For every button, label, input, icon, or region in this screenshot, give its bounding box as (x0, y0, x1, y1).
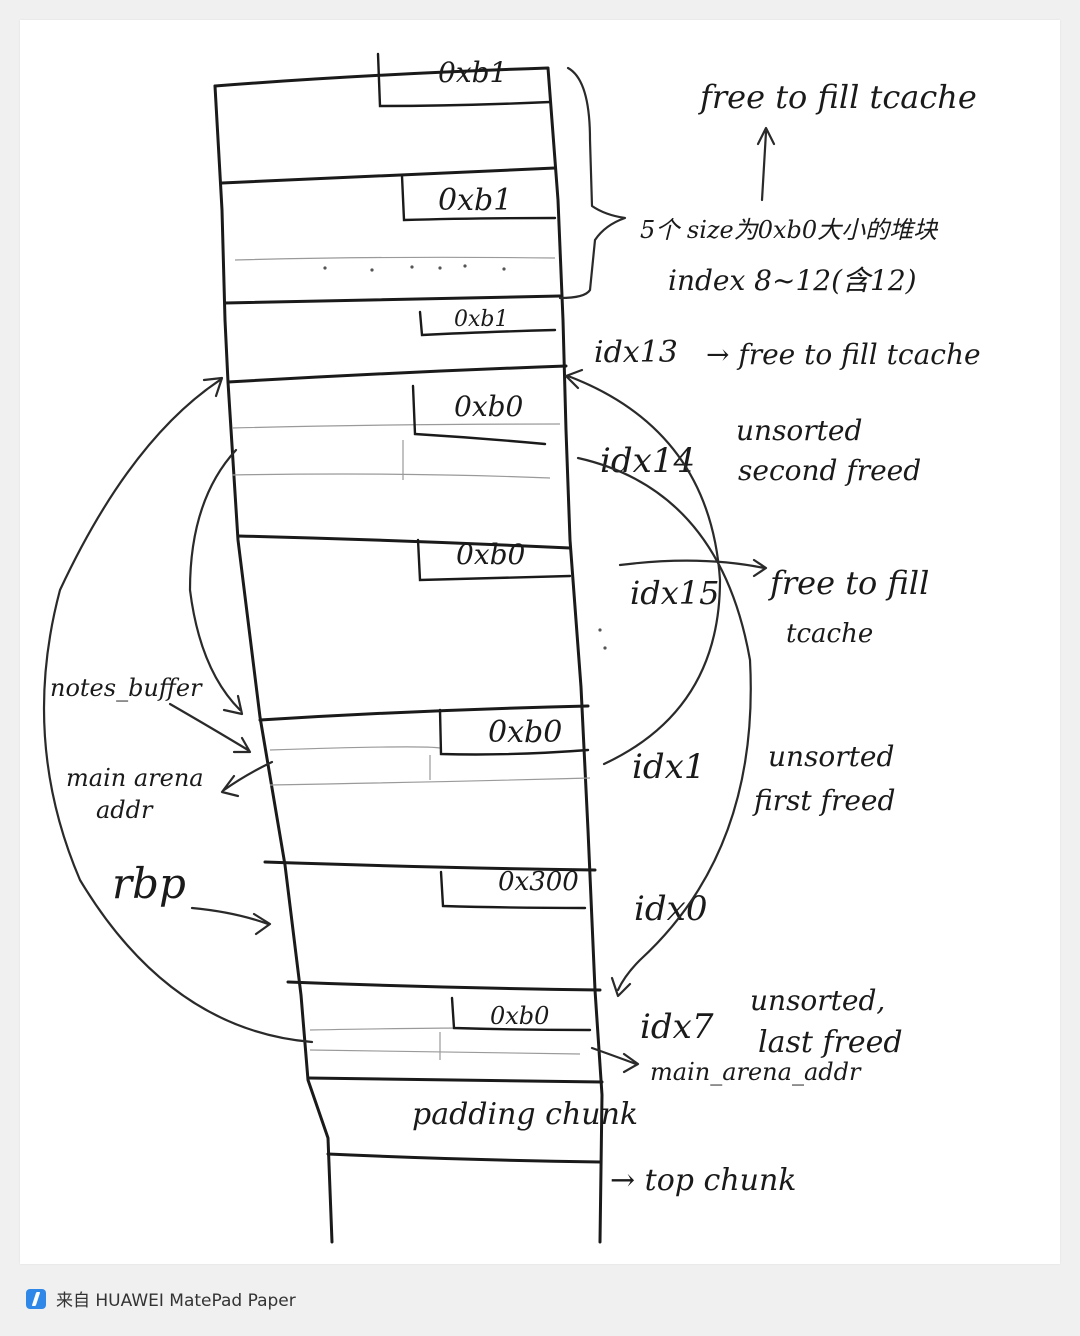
notes-buffer-arrow (168, 702, 252, 754)
main-arena-right-arrow (590, 1046, 640, 1074)
size-label-idx7: 0xb0 (490, 1002, 549, 1030)
huawei-notes-icon (26, 1288, 46, 1309)
heap-column (213, 66, 604, 1244)
idx7-label: idx7 (640, 1007, 714, 1047)
tcache-brace (558, 66, 627, 300)
footer-source: 来自 HUAWEI MatePad Paper (26, 1286, 296, 1311)
bk-arrow-idx1-to-idx14 (564, 368, 722, 766)
main-arena-addr-right-label: main_arena_addr (650, 1058, 862, 1086)
size-label-tcache-1: 0xb1 (438, 56, 507, 89)
main-arena-left-arrow (220, 760, 274, 798)
idx7-note-2: last freed (758, 1025, 903, 1060)
heap-layout-diagram: 0xb1 0xb1 0xb1 0xb0 0xb0 0xb0 0x300 0xb0… (42, 52, 981, 1244)
rbp-label: rbp (112, 859, 186, 908)
chunk-size-tabs (376, 52, 592, 1032)
ellipsis-dots (323, 264, 607, 650)
bk-arrow-idx7-to-idx14 (42, 376, 314, 1044)
sketch-paper: 0xb1 0xb1 0xb1 0xb0 0xb0 0xb0 0x300 0xb0… (20, 20, 1060, 1264)
size-label-tcache-2: 0xb1 (438, 183, 512, 218)
idx1-note-1: unsorted (768, 740, 894, 773)
size-label-idx1: 0xb0 (488, 715, 562, 750)
idx1-label: idx1 (632, 747, 705, 787)
fd-arrow-idx14-to-idx7 (576, 456, 752, 998)
free-to-fill-top-label: free to fill tcache (698, 78, 977, 116)
idx15-arrow (618, 558, 768, 578)
size-label-tcache-3: 0xb1 (454, 307, 508, 332)
size-label-idx15: 0xb0 (456, 538, 525, 571)
idx7-note-1: unsorted, (750, 984, 885, 1017)
padding-chunk-label: padding chunk (412, 1097, 638, 1132)
idx15-note-2: tcache (786, 619, 873, 649)
tcache-up-arrow (756, 126, 776, 202)
fd-arrow-idx14-to-idx1 (188, 448, 244, 716)
notes-buffer-label: notes_buffer (50, 674, 203, 702)
idx1-note-2: first freed (752, 784, 895, 817)
index-range-label: index 8~12(含12) (668, 264, 917, 297)
idx13-label: idx13 (594, 335, 678, 370)
idx14-note-1: unsorted (736, 414, 862, 447)
rbp-arrow (190, 906, 272, 936)
size-label-idx14: 0xb0 (454, 390, 523, 423)
five-chunks-label: 5个 size为0xb0大小的堆块 (640, 216, 939, 244)
main-arena-addr-left-label: addr (96, 796, 154, 824)
idx14-note-2: second freed (738, 454, 921, 487)
idx15-label: idx15 (630, 574, 719, 612)
top-chunk-label: → top chunk (610, 1163, 796, 1198)
main-arena-left-label: main arena (66, 764, 204, 792)
idx14-label: idx14 (600, 441, 695, 481)
footer-source-text: 来自 HUAWEI MatePad Paper (56, 1291, 296, 1311)
idx15-note-1: free to fill (768, 564, 929, 602)
size-label-idx0: 0x300 (498, 867, 579, 897)
idx13-note: → free to fill tcache (706, 338, 981, 371)
